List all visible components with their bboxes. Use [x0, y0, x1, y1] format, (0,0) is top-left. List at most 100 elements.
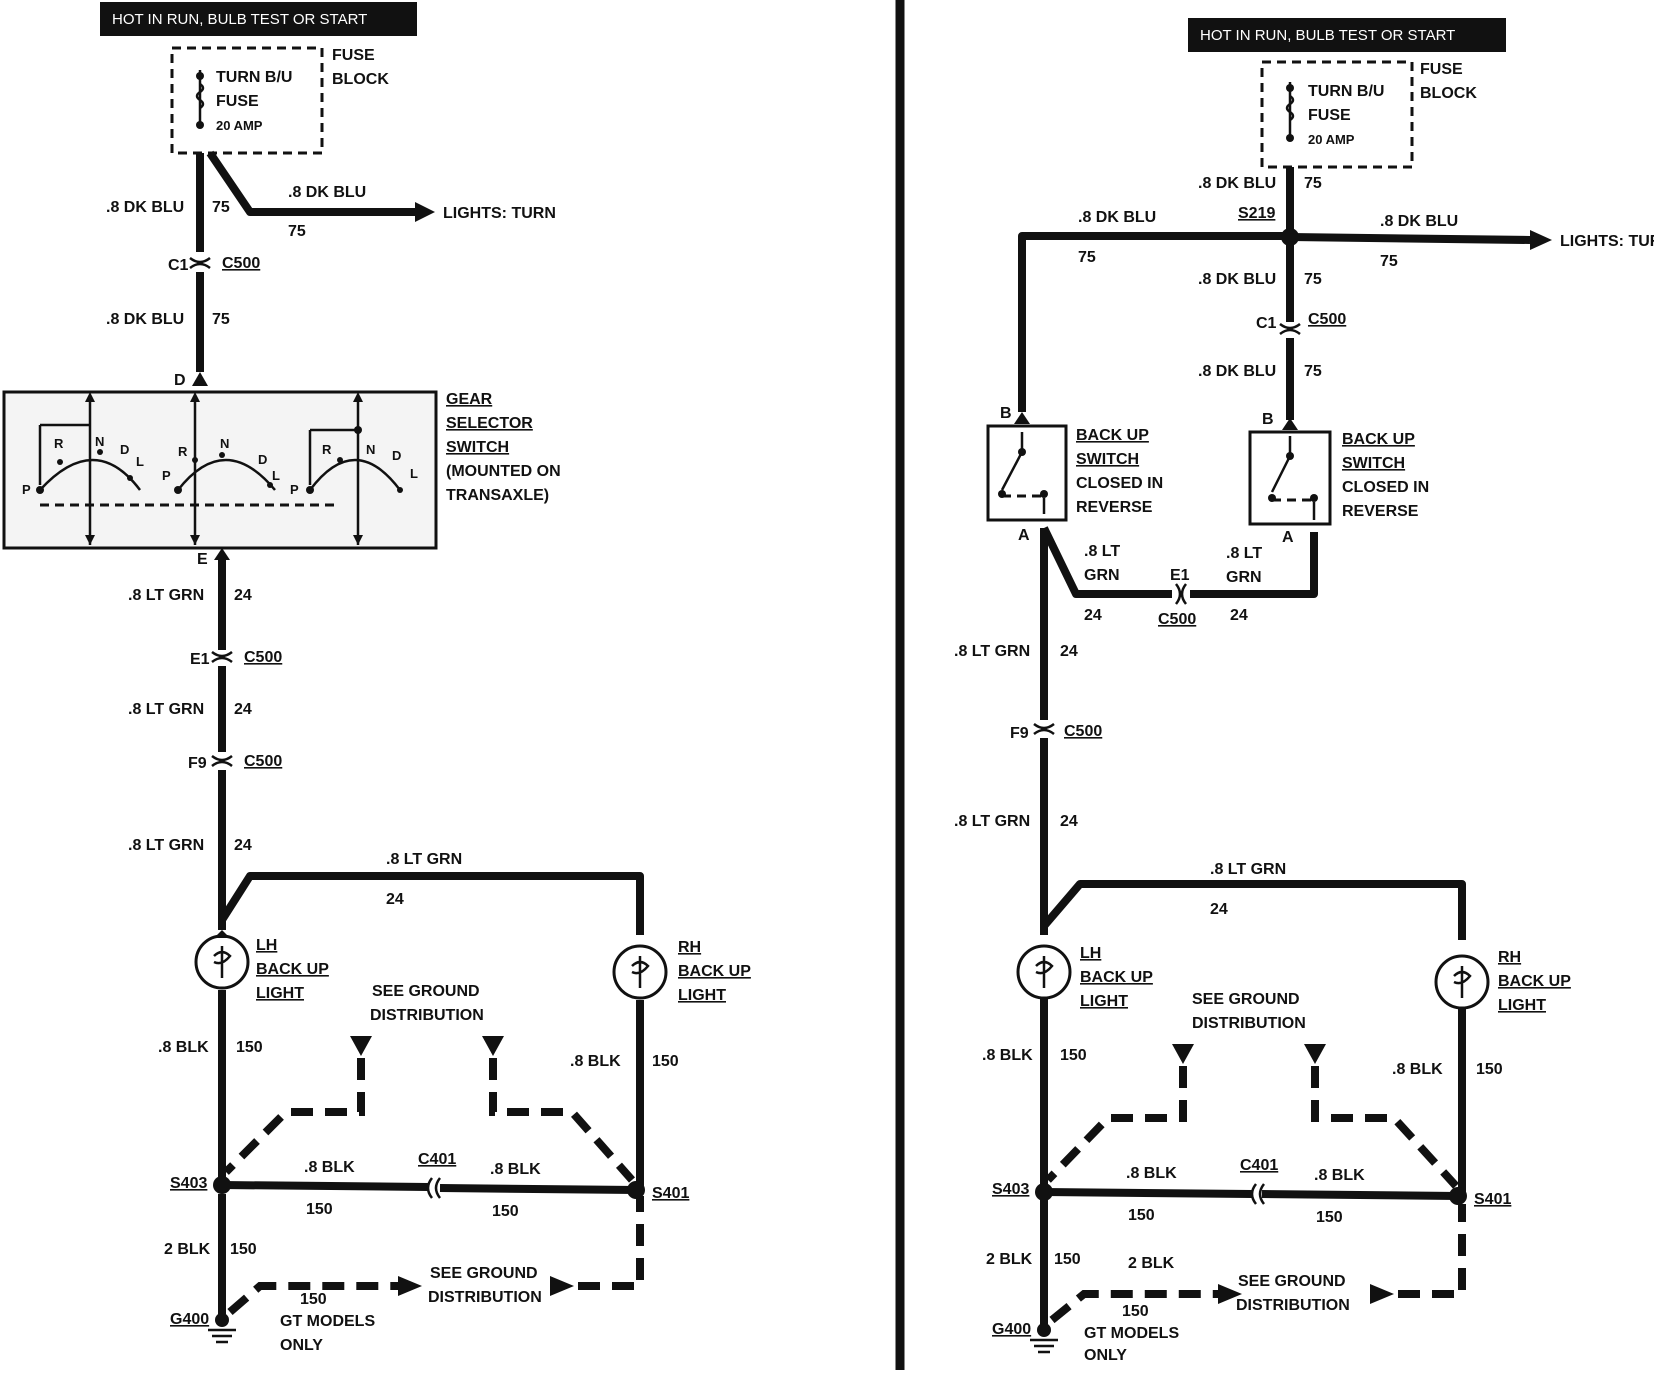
diagram-label: .8 BLK — [570, 1053, 621, 1070]
lights-turn-label: LIGHTS: TURN — [443, 205, 556, 222]
diagram-label: D — [258, 452, 267, 467]
wire-element — [215, 1313, 229, 1327]
wire-element — [1370, 1284, 1394, 1304]
left-diagram: HOT IN RUN, BULB TEST OR START TURN B/U … — [2, 2, 751, 1354]
diagram-label: LIGHT — [678, 987, 726, 1004]
diagram-label: 24 — [1060, 813, 1078, 830]
wire-element — [1261, 1190, 1459, 1200]
diagram-label: 75 — [1078, 249, 1096, 266]
diagram-label: R — [178, 444, 188, 459]
diagram-label: BACK UP — [1076, 427, 1149, 444]
fuse-rating: 20 AMP — [216, 118, 263, 133]
diagram-label: 150 — [1316, 1209, 1343, 1226]
wire-element — [177, 458, 276, 491]
diagram-label: F9 — [1010, 725, 1029, 742]
diagram-label: REVERSE — [1342, 503, 1419, 520]
wire-element — [426, 1177, 434, 1199]
diagram-label: .8 LT GRN — [954, 813, 1030, 830]
diagram-label: R — [322, 442, 332, 457]
diagram-label: C500 — [1158, 611, 1196, 628]
wire-element — [1030, 1338, 1058, 1354]
diagram-label: GT MODELS — [1084, 1325, 1179, 1342]
diagram-label: 150 — [1476, 1061, 1503, 1078]
diagram-label: L — [272, 468, 280, 483]
diagram-label: S401 — [652, 1185, 689, 1202]
diagram-label: .8 LT GRN — [128, 701, 204, 718]
wire-element — [206, 150, 415, 216]
diagram-label: R — [54, 436, 64, 451]
wire-element — [482, 1036, 504, 1056]
diagram-label: .8 BLK — [158, 1039, 209, 1056]
wire-element — [309, 458, 401, 491]
diagram-label: 24 — [1084, 607, 1102, 624]
diagram-label: N — [366, 442, 375, 457]
diagram-label: .8 DK BLU — [106, 199, 184, 216]
wire-element — [1035, 1183, 1053, 1201]
diagram-label: SWITCH — [1342, 455, 1405, 472]
wire-element — [1286, 134, 1294, 142]
wire-element — [1033, 722, 1055, 730]
right-diagram: HOT IN RUN, BULB TEST OR START TURN B/U … — [954, 18, 1654, 1364]
wire-element — [1040, 880, 1466, 940]
wire-element — [211, 754, 233, 762]
diagram-label: C401 — [418, 1151, 456, 1168]
wire-element — [578, 1196, 644, 1290]
diagram-label: SEE GROUND — [1238, 1273, 1346, 1290]
wire-element — [1258, 1183, 1266, 1205]
wire-element — [1530, 230, 1552, 250]
diagram-label: D — [120, 442, 129, 457]
wire-element — [398, 1276, 422, 1296]
wire-element — [97, 449, 103, 455]
diagram-label: TURN B/U — [1308, 83, 1384, 100]
diagram-label: .8 DK BLU — [1078, 209, 1156, 226]
wire-element — [1449, 1187, 1467, 1205]
diagram-label: BLOCK — [1420, 85, 1477, 102]
diagram-label: .8 LT — [1084, 543, 1120, 560]
diagram-label: .8 BLK — [1314, 1167, 1365, 1184]
diagram-label: E — [197, 551, 208, 568]
diagram-label: C500 — [244, 649, 282, 666]
diagram-label: DISTRIBUTION — [370, 1007, 484, 1024]
diagram-label: D — [174, 372, 186, 389]
diagram-label: .8 LT GRN — [128, 587, 204, 604]
diagram-label: ONLY — [1084, 1347, 1127, 1364]
wire-element — [1268, 494, 1276, 502]
diagram-label: 75 — [288, 223, 306, 240]
diagram-label: C500 — [222, 255, 260, 272]
wire-element — [1190, 532, 1318, 598]
wire-element — [1282, 418, 1298, 430]
diagram-label: DISTRIBUTION — [1192, 1015, 1306, 1032]
diagram-label: .8 DK BLU — [288, 184, 366, 201]
diagram-label: LIGHT — [1498, 997, 1546, 1014]
wire-element — [350, 1036, 372, 1056]
diagram-label: C500 — [1064, 723, 1102, 740]
wire-element — [211, 650, 233, 658]
wire-element — [211, 656, 233, 664]
wire-element — [1286, 452, 1294, 460]
diagram-label: P — [162, 468, 171, 483]
diagram-label: CLOSED IN — [1076, 475, 1163, 492]
wire-element — [353, 392, 363, 402]
diagram-label: GEAR — [446, 391, 493, 408]
wire-element — [439, 1184, 637, 1194]
diagram-label: SEE GROUND — [1192, 991, 1300, 1008]
diagram-label: 150 — [300, 1291, 327, 1308]
diagram-label: .8 BLK — [490, 1161, 541, 1178]
diagram-label: SEE GROUND — [372, 983, 480, 1000]
diagram-label: S403 — [992, 1181, 1029, 1198]
diagram-label: 150 — [1054, 1251, 1081, 1268]
wire-element — [1174, 583, 1182, 605]
diagram-label: 150 — [652, 1053, 679, 1070]
diagram-label: G400 — [992, 1321, 1031, 1338]
diagram-label: GT MODELS — [280, 1313, 375, 1330]
diagram-label: P — [290, 482, 299, 497]
diagram-label: 24 — [1210, 901, 1228, 918]
wire-element — [415, 202, 435, 222]
wire-element — [189, 262, 211, 270]
wire-element — [627, 1181, 645, 1199]
diagram-label: S219 — [1238, 205, 1275, 222]
diagram-label: LH — [256, 937, 277, 954]
diagram-label: FUSE — [1308, 107, 1351, 124]
wire-element — [550, 1276, 574, 1296]
